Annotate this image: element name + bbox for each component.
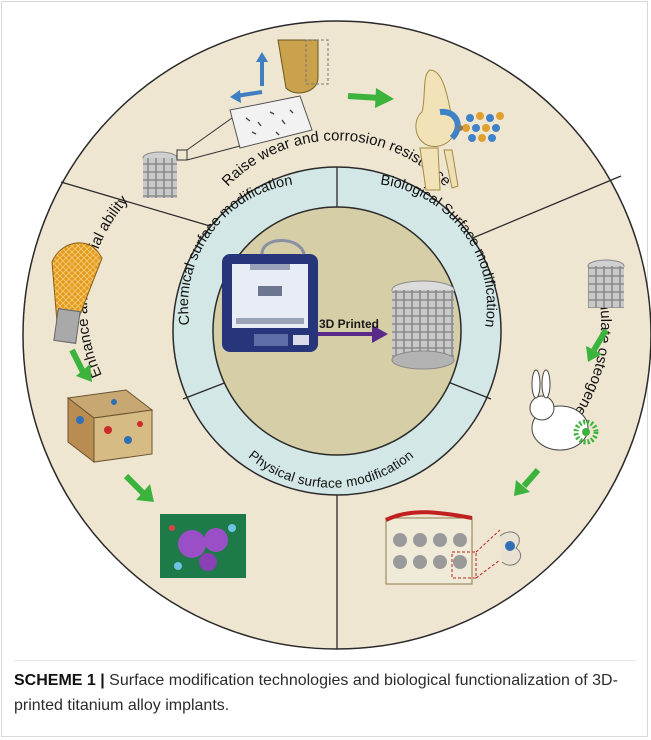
divider-line xyxy=(182,381,228,400)
green-arrow-icon xyxy=(514,468,541,496)
scheme-diagram: 3D Printed Chemical surface modification… xyxy=(22,20,651,650)
figure-caption: SCHEME 1 | Surface modification technolo… xyxy=(14,668,634,718)
3d-printer-icon xyxy=(222,239,318,352)
divider-line xyxy=(447,381,492,400)
wear-scaffold-icon xyxy=(142,117,241,198)
hip-implant-icon xyxy=(51,242,103,344)
knee-joint-icon xyxy=(415,69,461,191)
bone-tissue-icon xyxy=(385,510,522,585)
particle-cluster-icon xyxy=(457,112,504,142)
center-label: 3D Printed xyxy=(319,317,379,331)
green-arrow-icon xyxy=(347,88,394,108)
bacteria-micrograph-icon xyxy=(160,514,246,578)
scaffold-icon xyxy=(391,280,455,370)
green-arrow-icon xyxy=(69,348,92,382)
bacteria-cube-icon xyxy=(66,389,154,464)
wear-tool-icon xyxy=(229,39,329,149)
green-arrow-icon xyxy=(123,473,154,502)
print-arrow-icon xyxy=(318,325,388,343)
caption-label: SCHEME 1 | xyxy=(14,672,105,689)
caption-divider xyxy=(14,660,636,661)
osteo-scaffold-icon xyxy=(587,259,625,308)
green-arrow-icon xyxy=(586,328,609,362)
rabbit-icon xyxy=(529,369,599,451)
caption-text: Surface modification technologies and bi… xyxy=(14,672,618,714)
